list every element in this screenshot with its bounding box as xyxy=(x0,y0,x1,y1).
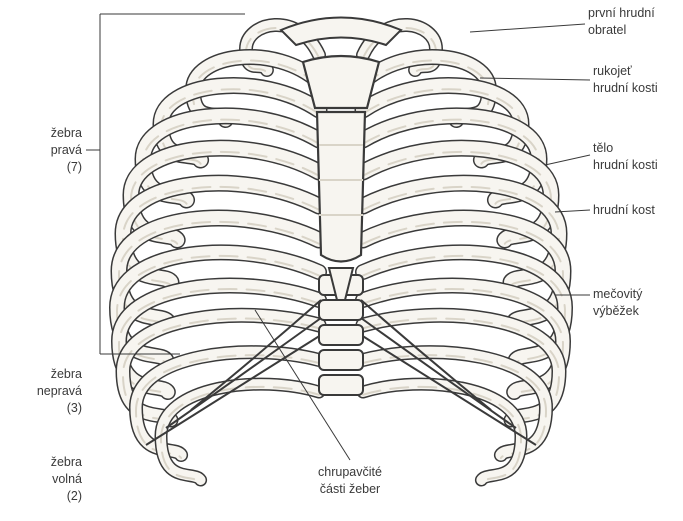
label-floating-ribs: žebravolná(2) xyxy=(20,454,82,505)
leader-sternum-body xyxy=(545,155,590,165)
first-thoracic-vertebra xyxy=(281,18,401,46)
ribs-right-side xyxy=(117,25,321,483)
vertebra-4 xyxy=(319,350,363,370)
vertebra-3 xyxy=(319,325,363,345)
vertebra-2 xyxy=(319,300,363,320)
label-sternum-body: tělohrudní kosti xyxy=(593,140,658,174)
label-first-thoracic-vertebra: první hrudníobratel xyxy=(588,5,655,39)
label-costal-cartilage: chrupavčitéčásti žeber xyxy=(290,464,410,498)
label-xiphoid-process: mečovitývýběžek xyxy=(593,286,642,320)
label-false-ribs: žebranepravá(3) xyxy=(20,366,82,417)
label-sternum: hrudní kost xyxy=(593,202,655,219)
manubrium xyxy=(303,56,379,108)
label-manubrium: rukojeťhrudní kosti xyxy=(593,63,658,97)
ribs-left-side xyxy=(361,25,565,483)
leader-first-vertebra xyxy=(470,24,585,32)
rib-10-fill xyxy=(363,315,559,420)
vertebra-5 xyxy=(319,375,363,395)
sternum-body xyxy=(317,112,365,262)
rib-10-fill xyxy=(123,315,319,420)
label-true-ribs: žebrapravá(7) xyxy=(20,125,82,176)
costal-cartilage-arc-2 xyxy=(361,318,516,428)
costal-cartilage-arc-2 xyxy=(166,318,321,428)
leader-manubrium xyxy=(480,78,590,80)
